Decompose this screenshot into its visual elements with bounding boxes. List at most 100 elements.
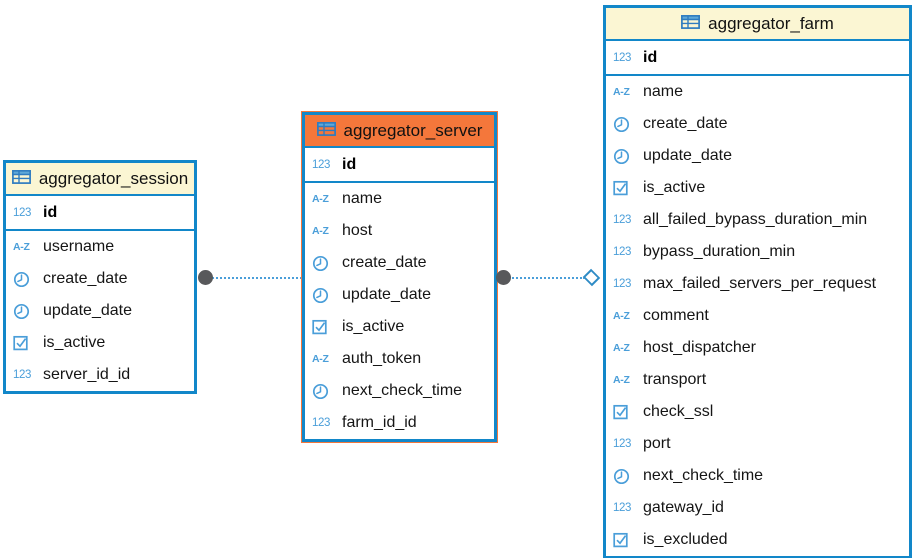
column-name: max_failed_servers_per_request — [643, 275, 877, 292]
column-row[interactable]: check_ssl — [606, 396, 909, 428]
boolean-type-icon — [613, 180, 643, 196]
datetime-type-icon — [312, 287, 342, 304]
column-row[interactable]: A-Z transport — [606, 364, 909, 396]
numeric-type-icon: 123 — [613, 502, 631, 514]
entity-header[interactable]: aggregator_server — [305, 115, 494, 148]
column-name: farm_id_id — [342, 414, 417, 431]
column-row[interactable]: A-Z name — [606, 76, 909, 108]
column-row[interactable]: is_excluded — [606, 524, 909, 556]
column-name: comment — [643, 307, 709, 324]
datetime-type-icon — [13, 271, 43, 288]
entity-header[interactable]: aggregator_session — [6, 163, 194, 196]
datetime-type-icon — [312, 255, 342, 272]
string-type-icon: A-Z — [13, 241, 30, 253]
column-row[interactable]: update_date — [606, 140, 909, 172]
column-name: host — [342, 222, 373, 239]
primary-key-row[interactable]: 123 id — [6, 196, 194, 229]
column-row[interactable]: is_active — [305, 311, 494, 343]
column-name: next_check_time — [643, 467, 764, 484]
numeric-type-icon: 123 — [13, 369, 31, 381]
column-name: update_date — [342, 286, 431, 303]
string-type-icon: A-Z — [613, 342, 630, 354]
relation-line-session-server[interactable] — [203, 277, 302, 279]
column-row[interactable]: update_date — [6, 295, 194, 327]
column-row[interactable]: 123 port — [606, 428, 909, 460]
column-row[interactable]: is_active — [606, 172, 909, 204]
column-row[interactable]: update_date — [305, 279, 494, 311]
column-name: update_date — [43, 302, 132, 319]
column-name: port — [643, 435, 671, 452]
numeric-type-icon: 123 — [613, 214, 631, 226]
column-name: bypass_duration_min — [643, 243, 796, 260]
column-name: server_id_id — [43, 366, 131, 383]
datetime-type-icon — [13, 303, 43, 320]
column-name: create_date — [43, 270, 128, 287]
table-icon — [681, 14, 701, 34]
column-name: host_dispatcher — [643, 339, 756, 356]
relation-endpoint-diamond-icon[interactable] — [582, 268, 601, 287]
numeric-type-icon: 123 — [613, 246, 631, 258]
column-row[interactable]: 123 server_id_id — [6, 359, 194, 391]
column-row[interactable]: A-Z host_dispatcher — [606, 332, 909, 364]
column-name: id — [643, 48, 658, 66]
string-type-icon: A-Z — [312, 353, 329, 365]
column-name: is_active — [643, 179, 706, 196]
column-name: name — [342, 190, 383, 207]
boolean-type-icon — [312, 319, 342, 335]
string-type-icon: A-Z — [613, 86, 630, 98]
relation-endpoint-circle[interactable] — [496, 270, 511, 285]
column-name: gateway_id — [643, 499, 724, 516]
boolean-type-icon — [613, 532, 643, 548]
datetime-type-icon — [613, 116, 643, 133]
primary-key-section: 123 id — [6, 196, 194, 231]
column-row[interactable]: create_date — [6, 263, 194, 295]
column-row[interactable]: A-Z auth_token — [305, 343, 494, 375]
column-name: name — [643, 83, 684, 100]
column-row[interactable]: A-Z comment — [606, 300, 909, 332]
column-row[interactable]: next_check_time — [305, 375, 494, 407]
entity-title: aggregator_server — [343, 120, 483, 140]
column-row[interactable]: create_date — [305, 247, 494, 279]
boolean-type-icon — [13, 335, 43, 351]
entity-header[interactable]: aggregator_farm — [606, 8, 909, 41]
column-row[interactable]: 123 gateway_id — [606, 492, 909, 524]
relation-line-server-farm[interactable] — [505, 277, 585, 279]
datetime-type-icon — [312, 383, 342, 400]
column-name: auth_token — [342, 350, 422, 367]
column-row[interactable]: is_active — [6, 327, 194, 359]
string-type-icon: A-Z — [613, 374, 630, 386]
column-row[interactable]: next_check_time — [606, 460, 909, 492]
column-name: create_date — [342, 254, 427, 271]
string-type-icon: A-Z — [613, 310, 630, 322]
column-name: is_excluded — [643, 531, 728, 548]
column-name: next_check_time — [342, 382, 463, 399]
datetime-type-icon — [613, 468, 643, 485]
numeric-type-icon: 123 — [613, 438, 631, 450]
boolean-type-icon — [613, 404, 643, 420]
column-row[interactable]: 123 bypass_duration_min — [606, 236, 909, 268]
column-name: create_date — [643, 115, 728, 132]
column-name: transport — [643, 371, 707, 388]
relation-endpoint-circle[interactable] — [198, 270, 213, 285]
numeric-type-icon: 123 — [13, 206, 31, 219]
table-icon — [316, 121, 336, 141]
datetime-type-icon — [613, 148, 643, 165]
column-name: id — [43, 203, 58, 221]
column-row[interactable]: create_date — [606, 108, 909, 140]
entity-title: aggregator_session — [38, 168, 189, 188]
